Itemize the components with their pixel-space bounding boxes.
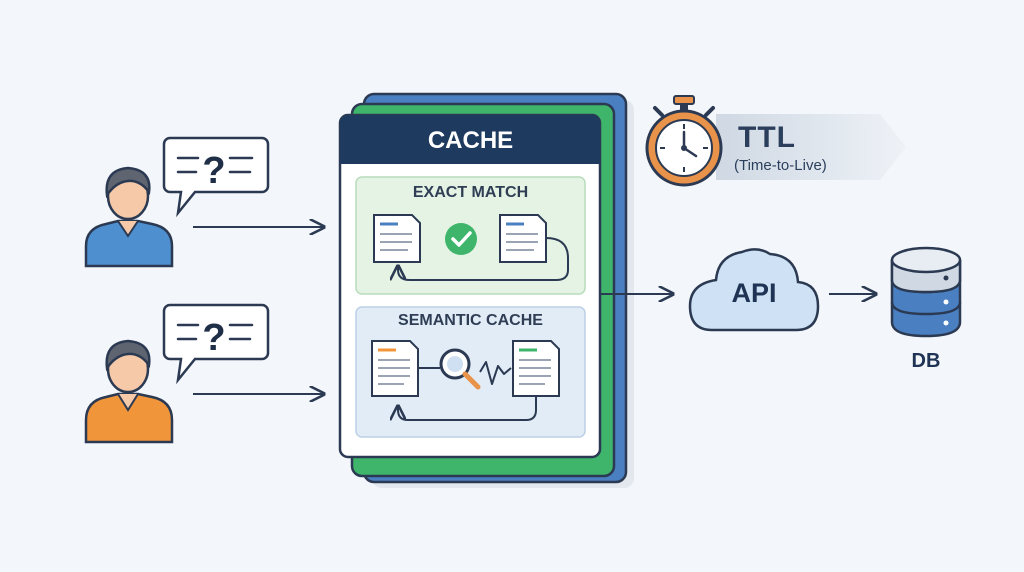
user-2: ? bbox=[84, 303, 324, 444]
cache-title: CACHE bbox=[427, 127, 514, 154]
stopwatch-icon bbox=[645, 95, 723, 187]
svg-text:?: ? bbox=[202, 150, 225, 192]
magnifier-icon bbox=[439, 348, 481, 390]
user-icon bbox=[84, 339, 174, 444]
user-1: ? bbox=[84, 136, 324, 268]
checkmark-icon bbox=[445, 223, 477, 255]
cloud-icon bbox=[688, 248, 820, 332]
question-bubble-icon: ? bbox=[162, 303, 270, 385]
document-icon bbox=[371, 340, 419, 397]
user-icon bbox=[84, 166, 174, 268]
ttl-ribbon bbox=[716, 114, 906, 180]
document-icon bbox=[512, 340, 560, 397]
document-icon bbox=[499, 214, 547, 263]
return-arrow-icon bbox=[398, 396, 537, 421]
svg-text:?: ? bbox=[202, 317, 225, 359]
cache-header bbox=[340, 115, 600, 164]
question-bubble-icon: ? bbox=[162, 136, 270, 218]
api-label: API bbox=[731, 278, 777, 308]
exact-match-title: EXACT MATCH bbox=[412, 184, 529, 201]
ttl-title: TTL bbox=[738, 121, 796, 154]
semantic-cache-title: SEMANTIC CACHE bbox=[398, 312, 543, 329]
semantic-cache-section bbox=[355, 306, 586, 438]
ttl-group bbox=[645, 95, 906, 187]
db-label: DB bbox=[911, 350, 941, 372]
database-icon bbox=[890, 246, 962, 338]
cache-stack bbox=[338, 92, 634, 488]
return-arrow-icon bbox=[398, 237, 569, 281]
ttl-subtitle: (Time-to-Live) bbox=[734, 157, 827, 174]
document-icon bbox=[373, 214, 421, 263]
